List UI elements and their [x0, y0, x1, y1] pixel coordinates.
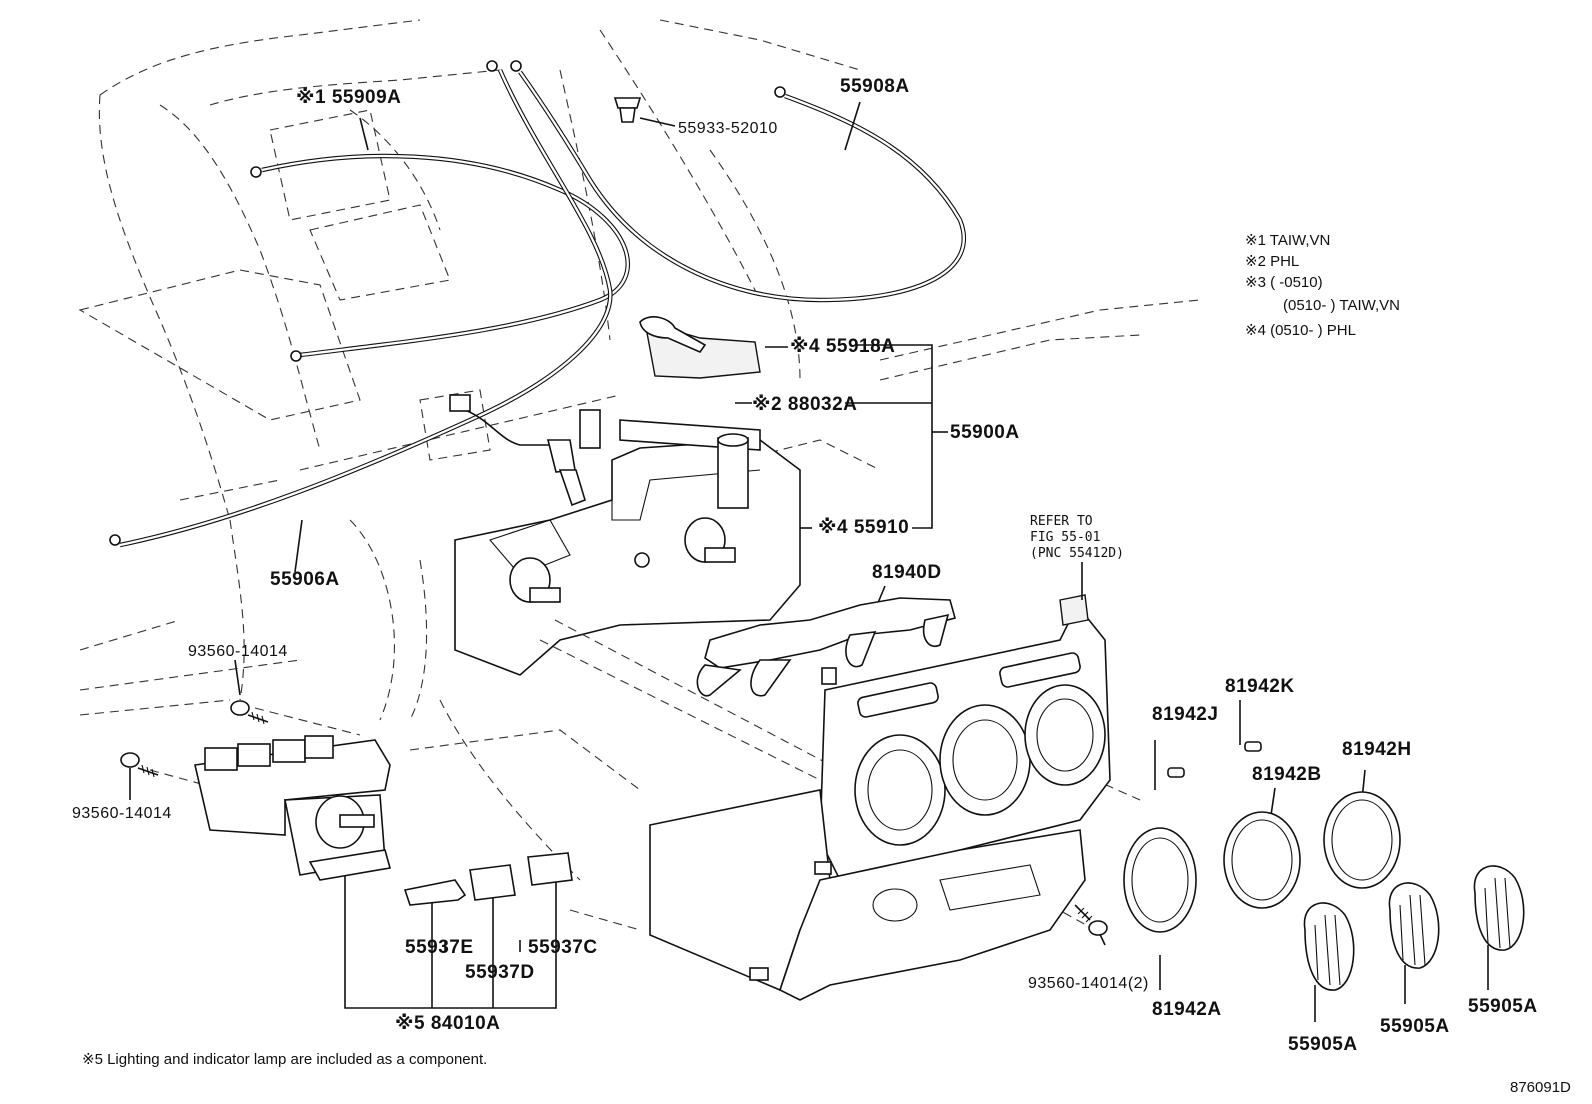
diagram-id: 876091D: [1510, 1079, 1571, 1096]
legend-notes: ※1 TAIW,VN ※2 PHL ※3 ( -0510) (0510- ) T…: [1245, 232, 1400, 339]
footnote: ※5 Lighting and indicator lamp are inclu…: [82, 1051, 487, 1068]
label-93560-14014-top: 93560-14014: [188, 643, 288, 660]
cable-55906A: [109, 60, 613, 548]
legend-note-3a: ※3 ( -0510): [1245, 274, 1323, 291]
screw-93560-2: [1074, 904, 1108, 936]
refer-line-1: REFER TO: [1030, 514, 1093, 529]
label-55906A: 55906A: [270, 569, 340, 590]
label-81940D: 81940D: [872, 562, 942, 583]
label-55900A: 55900A: [950, 422, 1020, 443]
label-55909A: ※1 55909A: [296, 87, 401, 108]
label-88032A: ※2 88032A: [752, 394, 857, 415]
label-55905A-3: 55905A: [1468, 996, 1538, 1017]
legend-note-3b: (0510- ) TAIW,VN: [1283, 297, 1400, 314]
legend-note-1: ※1 TAIW,VN: [1245, 232, 1330, 249]
cluster-panel: [649, 594, 1111, 1001]
label-55905A-2: 55905A: [1380, 1016, 1450, 1037]
control-assembly-55900A: [449, 316, 801, 676]
label-81942J: 81942J: [1152, 704, 1218, 725]
label-55905A-1: 55905A: [1288, 1034, 1358, 1055]
part-labels: ※1 55909A 55908A 55933-52010 ※4 55918A ※…: [72, 76, 1538, 1055]
knobs-55905A: [1303, 865, 1525, 991]
label-55937C: 55937C: [528, 937, 598, 958]
label-81942H: 81942H: [1342, 739, 1412, 760]
legend-note-2: ※2 PHL: [1245, 253, 1299, 270]
screw-93560-top: [230, 700, 269, 725]
label-55908A: 55908A: [840, 76, 910, 97]
label-81942K: 81942K: [1225, 676, 1295, 697]
screw-93560-left: [120, 752, 159, 778]
lever-81940D: [696, 597, 956, 697]
rings-and-lamps: [1123, 741, 1401, 933]
label-93560-14014-left: 93560-14014: [72, 805, 172, 822]
cable-55908A: [510, 60, 967, 303]
refer-line-3: (PNC 55412D): [1030, 546, 1124, 561]
refer-note: REFER TO FIG 55-01 (PNC 55412D): [1030, 514, 1124, 600]
screws: [120, 700, 1108, 936]
cable-55909A: [250, 153, 630, 362]
label-55937E: 55937E: [405, 937, 474, 958]
label-55918A: ※4 55918A: [790, 336, 895, 357]
label-84010A: ※5 84010A: [395, 1013, 500, 1034]
label-81942A: 81942A: [1152, 999, 1222, 1020]
label-55910: ※4 55910: [818, 517, 909, 538]
callout-bracket-55900A: [735, 344, 948, 529]
label-93560-14014-2: 93560-14014(2): [1028, 975, 1149, 992]
knobs-55937: [403, 852, 573, 906]
clip-55933-52010: [613, 97, 676, 127]
label-81942B: 81942B: [1252, 764, 1322, 785]
legend-note-4: ※4 (0510- ) PHL: [1245, 322, 1356, 339]
refer-line-2: FIG 55-01: [1030, 530, 1100, 545]
label-55937D: 55937D: [465, 962, 535, 983]
switch-assembly-84010A: [194, 735, 392, 881]
label-55933-52010: 55933-52010: [678, 120, 778, 137]
